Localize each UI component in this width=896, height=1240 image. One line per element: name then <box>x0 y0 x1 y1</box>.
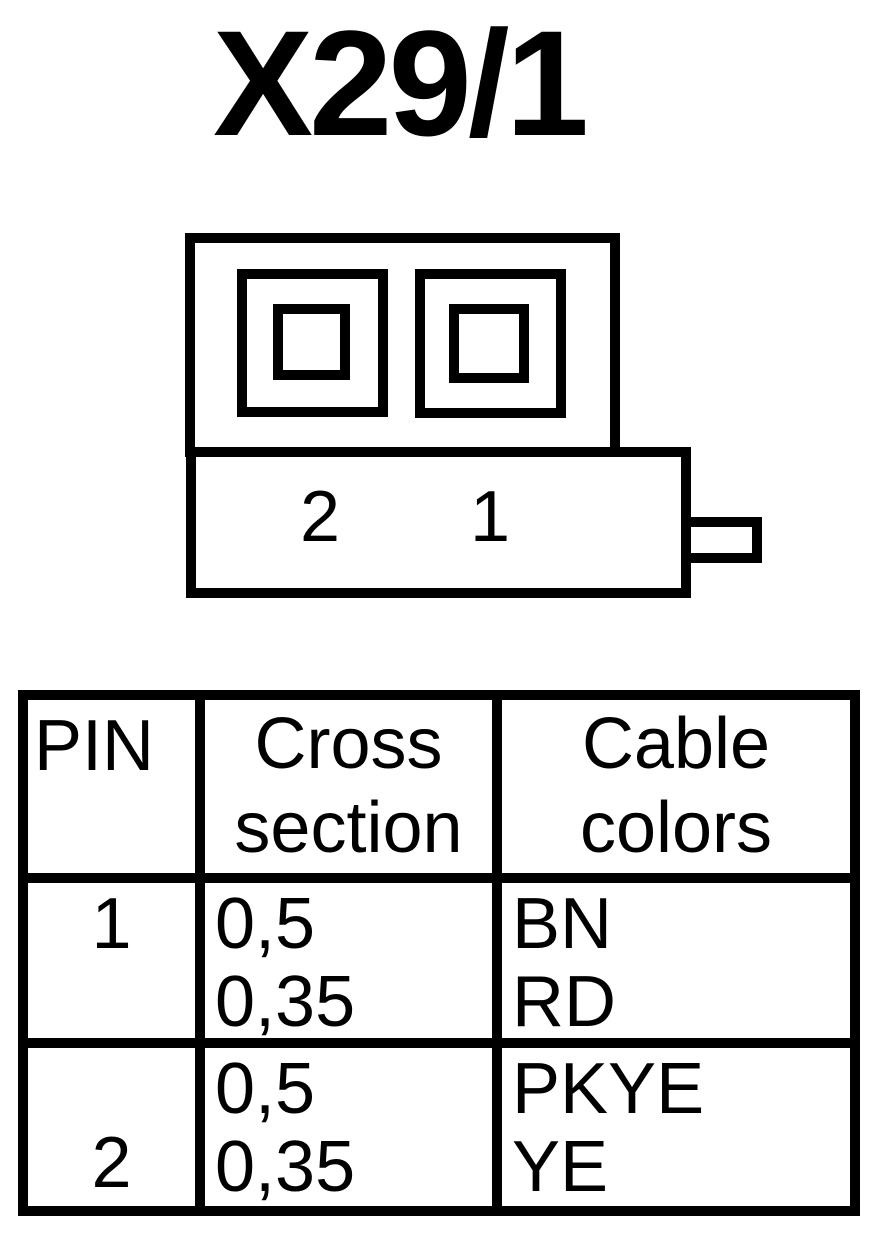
header-cell-cable-colors: Cable colors <box>502 700 850 883</box>
cavity-2-inner <box>449 304 529 383</box>
pin-table: PIN Cross section Cable colors 1 0,5 0,3… <box>18 690 860 1216</box>
row-2-pin-value: 2 <box>91 1123 132 1203</box>
row-2-cross-section-value-2: 0,35 <box>215 1127 356 1206</box>
row-2-cable-color-1: PKYE <box>512 1049 705 1129</box>
row-1-cross-section-cell: 0,5 0,35 <box>205 883 502 1048</box>
row-1-pin-cell: 1 <box>28 883 205 1048</box>
row-1-cross-section-value-1: 0,5 <box>215 884 316 964</box>
header-cross-section-line2: section <box>234 788 463 868</box>
page-title: X29/1 <box>213 0 589 167</box>
row-1-cable-color-1: BN <box>512 884 613 964</box>
connector-body <box>186 447 691 598</box>
header-pin-label: PIN <box>34 706 155 786</box>
connector-latch-tab <box>681 517 762 563</box>
header-cable-colors-line2: colors <box>579 788 773 868</box>
pin-label-1: 1 <box>469 477 511 557</box>
header-cell-pin: PIN <box>28 700 205 883</box>
header-cable-colors-line1: Cable <box>581 704 771 784</box>
cavity-1-inner <box>273 304 350 380</box>
row-1-pin-value: 1 <box>91 884 132 964</box>
pin-label-2: 2 <box>299 477 341 557</box>
row-2-pin-cell: 2 <box>28 1048 205 1206</box>
row-2-cross-section-value-1: 0,5 <box>215 1049 316 1129</box>
row-2-cross-section-cell: 0,5 0,35 <box>205 1048 502 1206</box>
row-1-cable-colors-cell: BN RD <box>502 883 850 1048</box>
row-2-cable-colors-cell: PKYE YE <box>502 1048 850 1206</box>
row-1-cable-color-2: RD <box>512 962 616 1042</box>
header-cell-cross-section: Cross section <box>205 700 502 883</box>
row-1-cross-section-value-2: 0,35 <box>215 962 356 1042</box>
row-2-cable-color-2: YE <box>512 1127 609 1206</box>
header-cross-section-line1: Cross <box>254 704 443 784</box>
